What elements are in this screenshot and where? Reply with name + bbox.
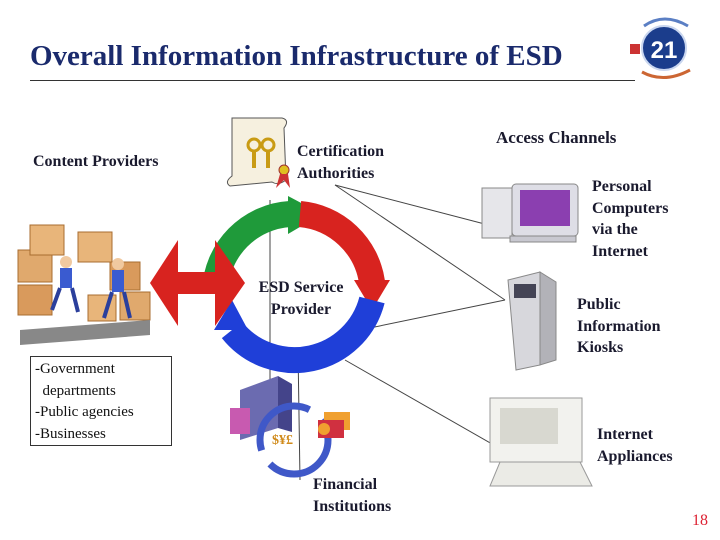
provider-list-box: -Government departments -Public agencies…	[30, 356, 172, 446]
appliance-line-1: Internet	[597, 426, 653, 443]
provider-double-arrow-icon	[150, 240, 245, 326]
pc-line-2: Computers	[592, 199, 669, 217]
esd-line-1: ESD Service	[258, 279, 344, 296]
financial-institution-icon: $¥£	[230, 376, 350, 478]
provider-list-item: -Businesses	[35, 425, 106, 442]
cycle-arrow-red	[298, 201, 385, 285]
financial-institutions-label: Financial Institutions	[313, 474, 391, 517]
logo-text: 21	[651, 37, 678, 64]
internet-appliance-icon	[489, 397, 593, 487]
certificate-keys-icon	[226, 117, 290, 188]
pc-line-4: Internet	[592, 242, 648, 260]
content-providers-label: Content Providers	[33, 153, 159, 170]
esd-line-2: Provider	[270, 300, 332, 318]
connector-line-pc	[334, 184, 501, 229]
access-channels-label: Access Channels	[496, 128, 617, 147]
public-kiosks-label: Public Information Kiosks	[577, 294, 661, 359]
kiosk-icon	[507, 271, 557, 371]
connector-line-kiosk-upper	[334, 184, 506, 301]
slide-title: Overall Information Infrastructure of ES…	[30, 40, 563, 72]
connector-line-kiosk	[359, 299, 506, 331]
kiosk-line-2: Information	[577, 317, 661, 335]
fin-line-1: Financial	[313, 476, 378, 493]
cert-line-1: Certification	[297, 143, 385, 160]
provider-list-item: departments	[35, 382, 116, 399]
cycle-arrow-blue	[221, 296, 385, 374]
appliance-line-2: Appliances	[597, 447, 673, 465]
content-providers-clipart-icon	[17, 224, 151, 345]
provider-list-item: -Government	[35, 361, 115, 377]
pc-line-1: Personal	[592, 178, 652, 195]
pc-line-3: via the	[592, 221, 638, 238]
personal-computer-icon	[481, 183, 579, 243]
page-number: 18	[692, 512, 708, 529]
svg-text:$¥£: $¥£	[272, 433, 293, 448]
kiosk-line-1: Public	[577, 296, 621, 313]
provider-list-item: -Public agencies	[35, 404, 134, 420]
personal-computers-label: Personal Computers via the Internet	[592, 176, 668, 262]
title-underline	[30, 80, 635, 81]
fin-line-2: Institutions	[313, 497, 392, 515]
cert-line-2: Authorities	[297, 164, 375, 182]
certification-authorities-label: Certification Authorities	[297, 141, 384, 184]
internet-appliances-label: Internet Appliances	[597, 424, 673, 467]
kiosk-line-3: Kiosks	[577, 339, 624, 356]
digital-21-logo-icon: 21	[630, 17, 691, 79]
esd-service-provider-label: ESD Service Provider	[246, 277, 356, 320]
